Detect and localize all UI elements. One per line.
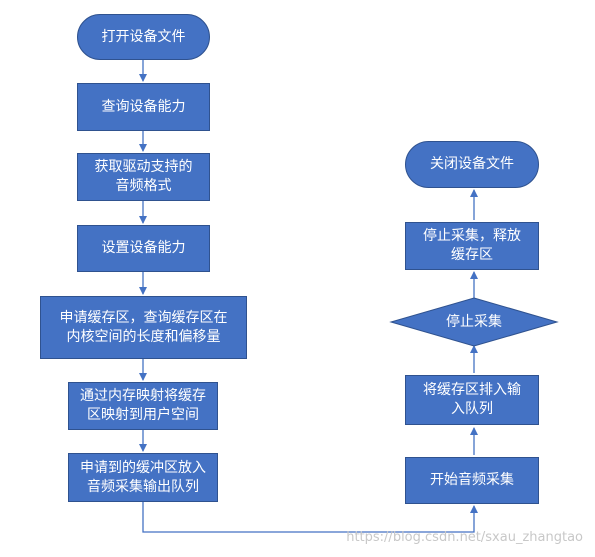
node-queue-buffers: 申请到的缓冲区放入 音频采集输出队列: [68, 453, 218, 502]
watermark-text: https://blog.csdn.net/sxau_zhangtao: [346, 530, 583, 545]
node-enqueue-buffers: 将缓存区排入输 入队列: [405, 375, 539, 425]
node-query-capability: 查询设备能力: [77, 83, 210, 131]
node-request-buffers: 申请缓存区，查询缓存区在 内核空间的长度和偏移量: [40, 296, 247, 359]
arrow-queue-to-start: [142, 502, 478, 533]
stop-decision-diamond: [389, 297, 559, 347]
node-mmap-buffers: 通过内存映射将缓存 区映射到用户空间: [68, 382, 218, 430]
node-open-device: 打开设备文件: [77, 14, 210, 60]
node-get-formats: 获取驱动支持的 音频格式: [77, 153, 210, 201]
node-stop-decision: 停止采集: [446, 313, 502, 330]
node-stop-release: 停止采集，释放 缓存区: [405, 222, 539, 270]
node-close-device: 关闭设备文件: [405, 141, 539, 188]
node-set-capability: 设置设备能力: [77, 225, 210, 272]
node-start-capture: 开始音频采集: [405, 457, 539, 504]
